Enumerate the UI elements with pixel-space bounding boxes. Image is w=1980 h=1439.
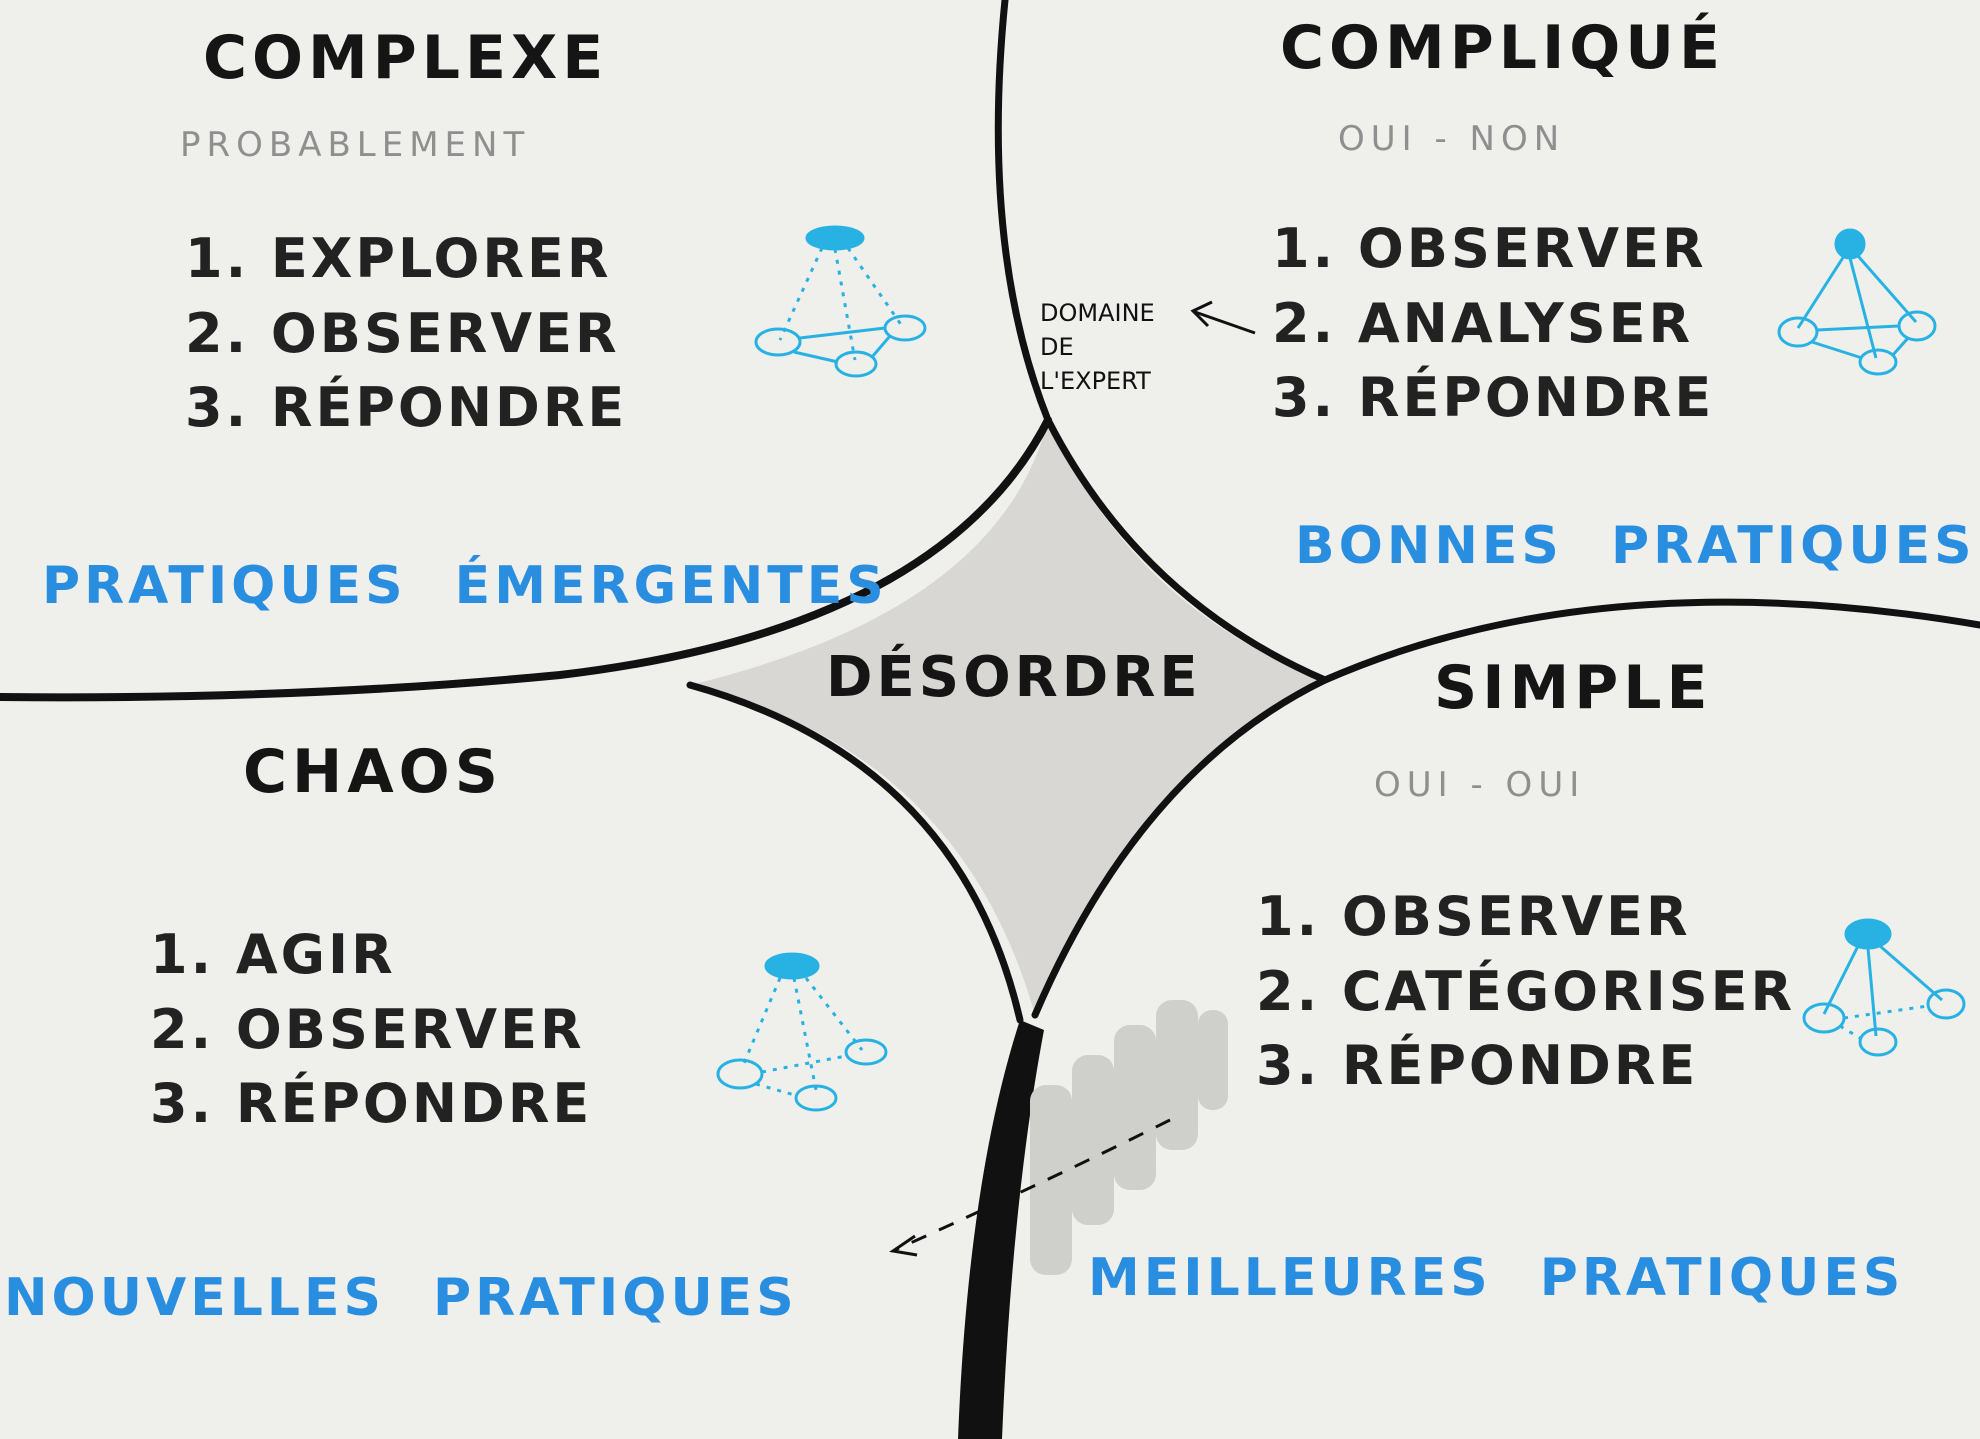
complex-step: 2. OBSERVER — [185, 301, 620, 365]
chaos-practice: NOUVELLES PRATIQUES — [4, 1268, 798, 1328]
chaos-step: 1. AGIR — [150, 923, 396, 986]
expert-note-line: DE — [1040, 333, 1074, 362]
simple-subtitle: OUI - OUI — [1374, 765, 1586, 805]
simple-step: 3. RÉPONDRE — [1256, 1034, 1699, 1098]
expert-note: DOMAINE DE L'EXPERT — [1040, 296, 1155, 398]
hub-spoke-icon — [1802, 918, 1966, 1057]
complex-subtitle: PROBABLEMENT — [180, 125, 531, 165]
complex-title: COMPLEXE — [203, 23, 609, 93]
complex-practice: PRATIQUES ÉMERGENTES — [42, 556, 888, 616]
simple-practice: MEILLEURES PRATIQUES — [1088, 1248, 1905, 1308]
scattered-dotted-icon — [716, 952, 888, 1112]
simple-steps: 1. OBSERVER 2. CATÉGORISER 3. RÉPONDRE — [1256, 880, 1795, 1104]
expert-note-line: L'EXPERT — [1040, 367, 1151, 396]
disorder-title: DÉSORDRE — [826, 645, 1202, 710]
complicated-steps: 1. OBSERVER 2. ANALYSER 3. RÉPONDRE — [1272, 212, 1714, 436]
chaos-steps: 1. AGIR 2. OBSERVER 3. RÉPONDRE — [150, 918, 592, 1142]
complicated-step: 2. ANALYSER — [1272, 291, 1694, 355]
simple-step: 2. CATÉGORISER — [1256, 959, 1796, 1023]
chaos-step: 2. OBSERVER — [150, 997, 585, 1061]
chaos-title: CHAOS — [243, 737, 503, 807]
expert-arrow — [1194, 310, 1256, 335]
complicated-step: 3. RÉPONDRE — [1272, 366, 1715, 430]
thick-boundary-bottom — [958, 1020, 1044, 1439]
complicated-boundary — [994, 0, 1980, 684]
complex-step: 1. EXPLORER — [185, 227, 612, 290]
expert-arrowhead — [1190, 300, 1213, 328]
chaos-step: 3. RÉPONDRE — [150, 1072, 593, 1136]
simple-step: 1. OBSERVER — [1256, 885, 1691, 948]
complex-steps: 1. EXPLORER 2. OBSERVER 3. RÉPONDRE — [185, 222, 627, 446]
chaos-boundary — [686, 681, 1024, 1024]
pyramid-linked-icon — [1777, 228, 1937, 376]
cliff-hatching — [1030, 1000, 1228, 1275]
complex-step: 3. RÉPONDRE — [185, 376, 628, 440]
complicated-step: 1. OBSERVER — [1272, 217, 1707, 280]
expert-note-line: DOMAINE — [1040, 299, 1155, 327]
disorder-region — [690, 420, 1325, 1015]
complicated-practice: BONNES PRATIQUES — [1295, 516, 1976, 576]
lattice-dotted-icon — [754, 225, 927, 378]
simple-title: SIMPLE — [1434, 653, 1713, 723]
complicated-subtitle: OUI - NON — [1338, 119, 1566, 159]
collapse-arrowhead — [889, 1234, 918, 1257]
complicated-title: COMPLIQUÉ — [1280, 13, 1725, 83]
simple-boundary — [1031, 676, 1329, 1019]
complex-boundary — [0, 416, 1052, 702]
collapse-arrow — [894, 1118, 1171, 1252]
